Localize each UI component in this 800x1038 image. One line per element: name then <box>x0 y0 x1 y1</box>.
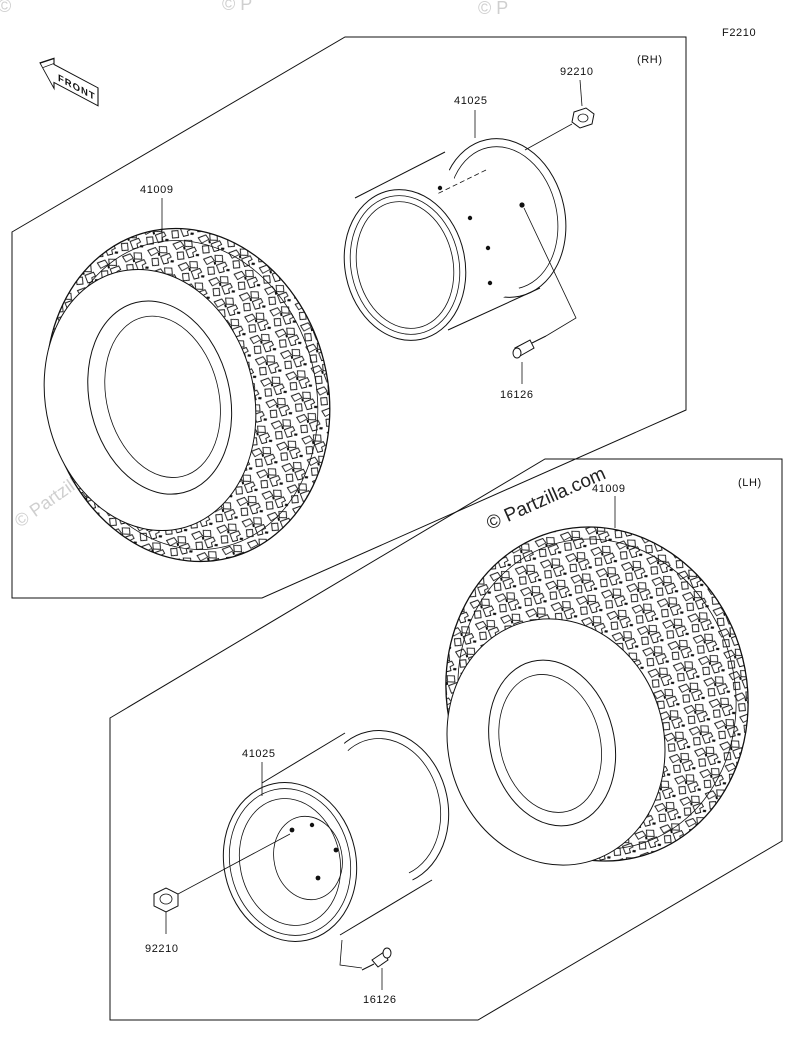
watermark-faint-top-mid: © P <box>222 0 252 14</box>
nut-lh <box>153 887 179 913</box>
leader-valve-path-rh <box>523 207 577 337</box>
watermark-faint-top-right: © P <box>478 0 508 18</box>
figure-code: F2210 <box>722 27 756 39</box>
leader-nut-path-lh <box>177 833 291 895</box>
leader-valve-path-lh <box>339 939 363 969</box>
valve-rh <box>512 335 547 359</box>
part-number-tire-lh: 41009 <box>592 483 626 495</box>
wheel-lh <box>222 730 450 942</box>
front-arrow-icon: FRONT <box>39 57 99 107</box>
valve-lh <box>361 947 392 971</box>
lh-side-label: (LH) <box>738 477 762 489</box>
tire-rh <box>43 227 331 563</box>
watermark-main: © Partzilla.com <box>483 463 609 534</box>
part-number-nut-rh: 92210 <box>560 66 594 78</box>
rh-side-label: (RH) <box>637 54 663 66</box>
rh-section: (RH) 41009 <box>11 36 687 599</box>
watermark-faint-top-left: © <box>0 0 11 16</box>
part-number-valve-lh: 16126 <box>363 994 397 1006</box>
lh-section: (LH) 41009 <box>109 458 783 1021</box>
part-number-wheel-lh: 41025 <box>242 748 276 760</box>
lh-panel-border <box>109 458 783 1021</box>
tire-lh <box>445 526 749 866</box>
leader-nut-rh <box>579 79 583 107</box>
part-number-nut-lh: 92210 <box>145 943 179 955</box>
nut-rh <box>571 107 595 129</box>
rh-panel-border <box>11 36 687 599</box>
part-number-tire-rh: 41009 <box>140 184 174 196</box>
part-number-valve-rh: 16126 <box>500 389 534 401</box>
wheel-rh <box>343 138 567 341</box>
part-number-wheel-rh: 41025 <box>454 95 488 107</box>
